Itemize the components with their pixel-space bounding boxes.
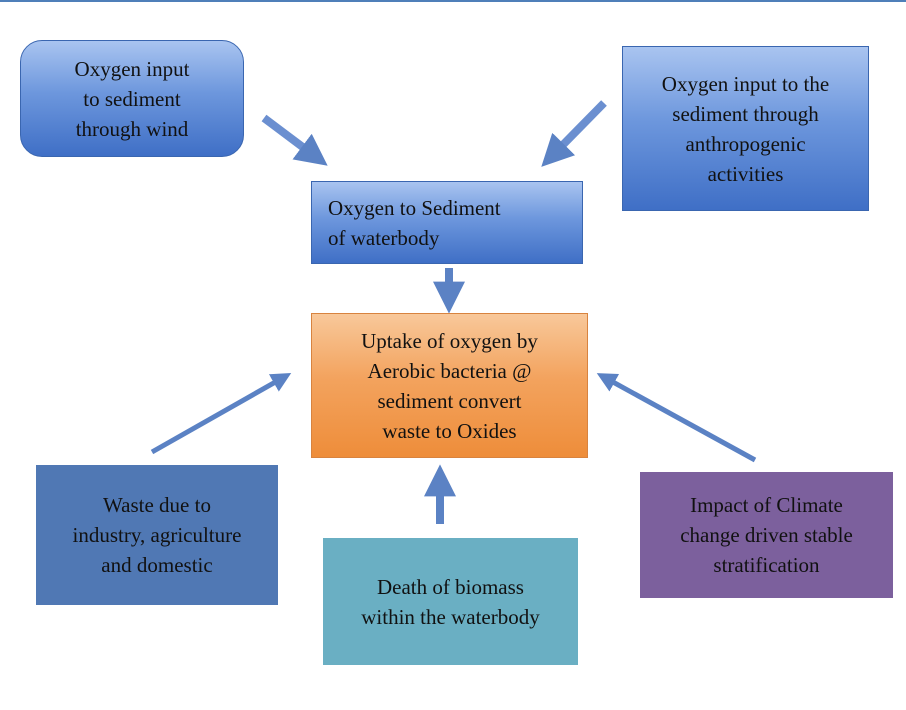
node-oxygen-anthropogenic-label: Oxygen input to the sediment through ant… <box>661 71 830 186</box>
node-oxygen-uptake: Uptake of oxygen by Aerobic bacteria @ s… <box>311 313 588 458</box>
node-climate-change: Impact of Climate change driven stable s… <box>640 472 893 598</box>
node-oxygen-wind: Oxygen input to sediment through wind <box>20 40 244 157</box>
arrow-waste-to-uptake <box>150 373 292 455</box>
node-oxygen-uptake-label: Uptake of oxygen by Aerobic bacteria @ s… <box>361 328 538 443</box>
node-biomass-death: Death of biomass within the waterbody <box>323 538 578 665</box>
node-waste-label: Waste due to industry, agriculture and d… <box>72 493 242 577</box>
arrow-climate-to-uptake <box>596 373 757 463</box>
node-waste: Waste due to industry, agriculture and d… <box>36 465 278 605</box>
arrow-wind-to-sediment <box>261 114 328 166</box>
top-rule <box>0 0 906 2</box>
node-oxygen-wind-label: Oxygen input to sediment through wind <box>74 56 190 141</box>
node-oxygen-anthropogenic: Oxygen input to the sediment through ant… <box>622 46 869 211</box>
node-biomass-death-label: Death of biomass within the waterbody <box>361 574 540 629</box>
node-oxygen-sediment: Oxygen to Sediment of waterbody <box>311 181 583 264</box>
node-climate-change-label: Impact of Climate change driven stable s… <box>680 493 853 577</box>
arrow-anthropogenic-to-sediment <box>541 100 607 167</box>
node-oxygen-sediment-label: Oxygen to Sediment of waterbody <box>328 195 501 250</box>
